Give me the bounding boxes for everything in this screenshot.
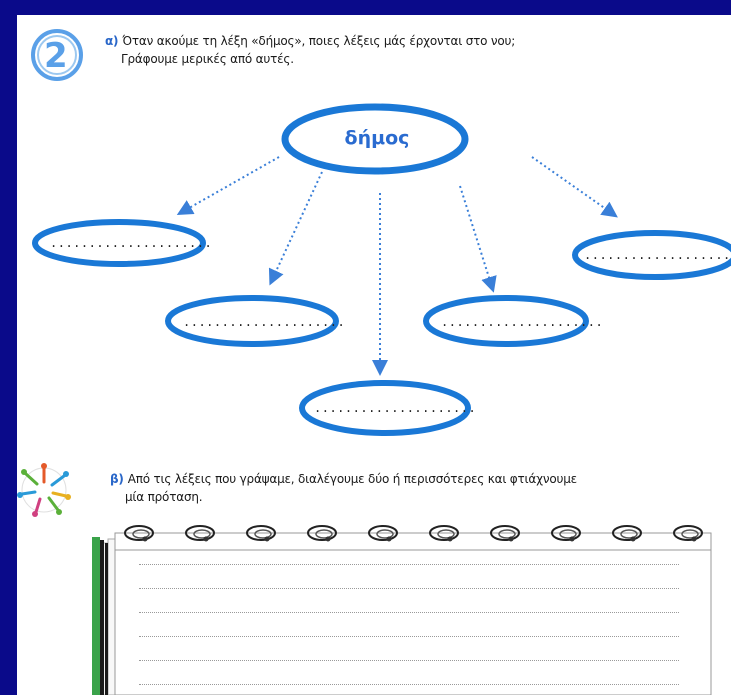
spiral-ring (612, 525, 642, 542)
part-b-text-1: Από τις λέξεις που γράψαμε, διαλέγουμε δ… (127, 472, 577, 486)
answer-blank-2[interactable]: ..................... (183, 315, 346, 329)
answer-blank-3[interactable]: ..................... (314, 401, 477, 415)
notebook-green-spine (92, 537, 100, 695)
answer-blank-1[interactable]: ..................... (50, 236, 213, 250)
spiral-ring (551, 525, 581, 542)
part-a-label: α) (105, 34, 119, 48)
part-b-label: β) (110, 472, 124, 486)
spiral-ring (185, 525, 215, 542)
part-a-line-1: α)Όταν ακούμε τη λέξη «δήμος», ποιες λέξ… (105, 33, 515, 50)
part-a-line-2: Γράφουμε μερικές από αυτές. (121, 52, 294, 66)
center-word: δήμος (344, 127, 410, 149)
spiral-ring (673, 525, 703, 542)
answer-blank-5[interactable]: ..................... (584, 248, 731, 262)
answer-blank-4[interactable]: ..................... (441, 315, 604, 329)
spiral-ring (307, 525, 337, 542)
children-circle-illustration (17, 463, 71, 517)
part-b-line-2: μία πρόταση. (125, 490, 203, 504)
answer-ellipse-2 (165, 295, 339, 347)
worksheet-page: 2 α)Όταν ακούμε τη λέξη «δήμος», ποιες λ… (17, 15, 731, 695)
task-number: 2 (44, 36, 68, 76)
spiral-rings (124, 525, 703, 542)
diagram-canvas (17, 29, 731, 695)
answer-ellipse-4 (423, 295, 589, 347)
spiral-ring (490, 525, 520, 542)
spiral-ring (429, 525, 459, 542)
writing-line-3[interactable] (139, 612, 679, 613)
arrow-2 (268, 171, 323, 286)
notebook (92, 532, 712, 695)
spiral-ring (246, 525, 276, 542)
arrows (176, 156, 618, 376)
arrow-5 (531, 156, 618, 218)
part-a-text-1: Όταν ακούμε τη λέξη «δήμος», ποιες λέξει… (122, 34, 516, 48)
answer-ellipse-5 (572, 230, 731, 280)
writing-line-4[interactable] (139, 636, 679, 637)
writing-line-1[interactable] (139, 564, 679, 565)
task-number-badge (31, 29, 83, 81)
spiral-ring (368, 525, 398, 542)
answer-ellipse-3 (299, 380, 471, 436)
spiral-ring (124, 525, 154, 542)
writing-line-2[interactable] (139, 588, 679, 589)
answer-ellipse-1 (32, 219, 206, 267)
part-b-line-1: β)Από τις λέξεις που γράψαμε, διαλέγουμε… (110, 471, 577, 488)
arrow-1 (176, 156, 280, 215)
writing-line-5[interactable] (139, 660, 679, 661)
writing-line-6[interactable] (139, 684, 679, 685)
arrow-4 (459, 185, 497, 293)
center-ellipse (281, 103, 469, 175)
